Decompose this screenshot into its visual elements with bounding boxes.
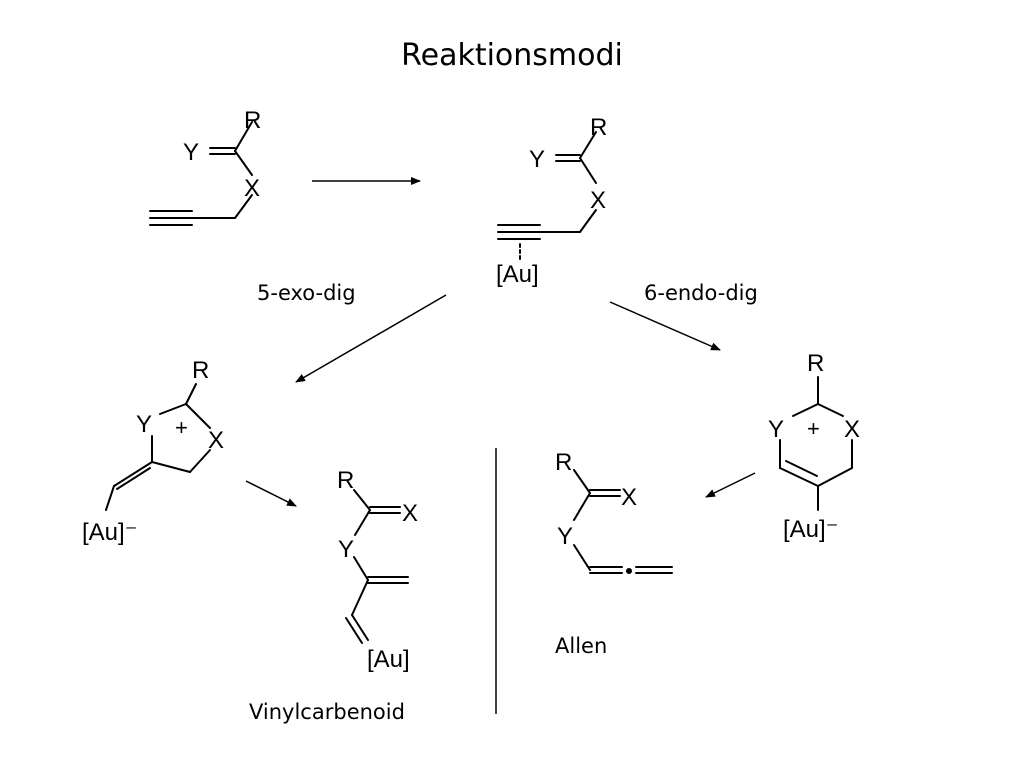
molecule-vinylcarbenoid: R X Y [Au] bbox=[337, 467, 418, 673]
atom-Y: Y bbox=[768, 416, 784, 443]
molecule-six-ring-cation: R Y + X [Au]⁻ bbox=[768, 350, 860, 543]
molecule-au-activated-alkyne: R Y X [Au] bbox=[496, 114, 607, 288]
page-title: Reaktionsmodi bbox=[401, 38, 623, 73]
atom-gold: [Au] bbox=[367, 646, 410, 673]
label-6-endo-dig: 6-endo-dig bbox=[644, 281, 758, 305]
atom-R: R bbox=[244, 107, 261, 134]
atom-gold: [Au] bbox=[496, 261, 539, 288]
atom-X: X bbox=[844, 416, 860, 443]
molecule-alkyne-substrate: R Y X bbox=[149, 107, 261, 226]
atom-R: R bbox=[337, 467, 354, 494]
atom-X: X bbox=[208, 427, 224, 454]
atom-gold-anion: [Au]⁻ bbox=[783, 516, 838, 543]
molecule-five-ring-cation: R Y + X [Au]⁻ bbox=[82, 357, 224, 546]
label-5-exo-dig: 5-exo-dig bbox=[257, 281, 356, 305]
arrow-to-allene bbox=[705, 472, 756, 498]
arrow-to-vinylcarbenoid bbox=[245, 480, 297, 507]
cation-plus: + bbox=[807, 416, 820, 441]
cation-plus: + bbox=[175, 415, 188, 440]
atom-R: R bbox=[192, 357, 209, 384]
atom-gold-anion: [Au]⁻ bbox=[82, 519, 137, 546]
label-vinylcarbenoid: Vinylcarbenoid bbox=[249, 700, 405, 724]
arrow-5-exo-dig bbox=[295, 294, 447, 383]
atom-R: R bbox=[590, 114, 607, 141]
atom-Y: Y bbox=[338, 536, 354, 563]
arrow-6-endo-dig bbox=[609, 301, 721, 351]
atom-X: X bbox=[621, 484, 637, 511]
label-allen: Allen bbox=[555, 634, 608, 658]
atom-Y: Y bbox=[557, 523, 573, 550]
atom-Y: Y bbox=[529, 146, 545, 173]
atom-X: X bbox=[590, 187, 606, 214]
atom-R: R bbox=[807, 350, 824, 377]
molecule-allene: R X Y bbox=[555, 449, 673, 574]
atom-R: R bbox=[555, 449, 572, 476]
atom-Y: Y bbox=[183, 139, 199, 166]
atom-X: X bbox=[244, 175, 260, 202]
atom-Y: Y bbox=[136, 411, 152, 438]
atom-X: X bbox=[402, 500, 418, 527]
